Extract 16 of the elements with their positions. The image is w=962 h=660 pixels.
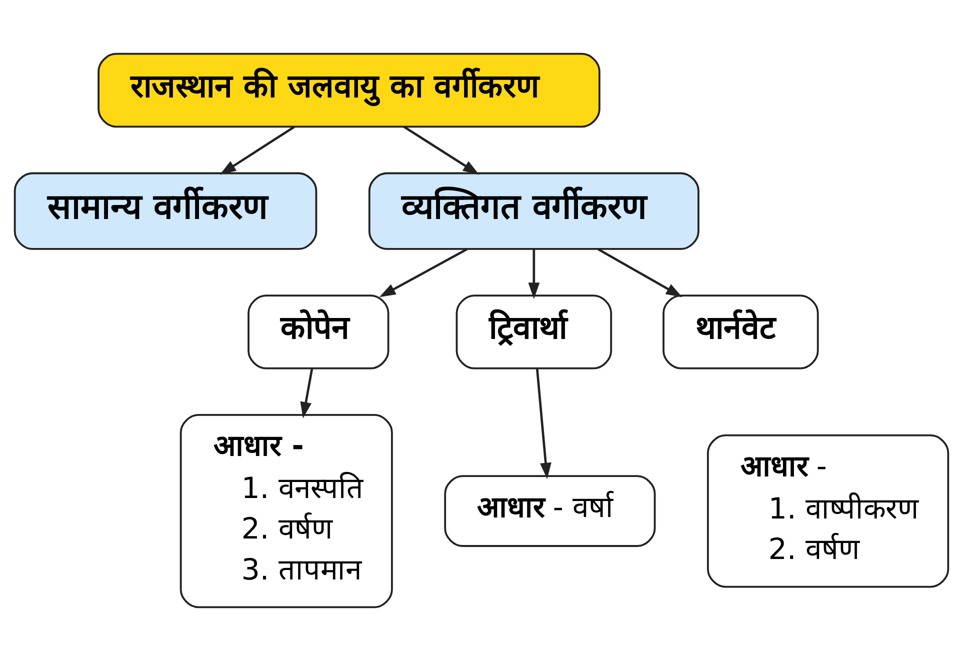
node-box: राजस्थान की जलवायु का वर्गीकरण xyxy=(97,52,600,128)
node-box: थार्नवेट xyxy=(662,294,818,369)
arrow xyxy=(597,248,682,297)
arrow xyxy=(300,368,313,418)
node-box: ट्रिवार्था xyxy=(455,294,612,369)
arrow xyxy=(219,125,295,174)
node-box: सामान्य वर्गीकरण xyxy=(13,172,317,250)
arrow xyxy=(535,368,551,479)
arrow xyxy=(378,248,467,297)
arrow xyxy=(402,125,479,174)
node-box: आधार - 1. वाष्पीकरण 2. वर्षण xyxy=(706,434,949,588)
node-box: व्यक्तिगत वर्गीकरण xyxy=(368,172,699,250)
node-box: आधार - वर्षा xyxy=(444,474,656,546)
node-box: आधार - 1. वनस्पति 2. वर्षण 3. तापमान xyxy=(179,414,392,608)
arrow xyxy=(528,248,540,298)
node-box: कोपेन xyxy=(247,294,389,369)
